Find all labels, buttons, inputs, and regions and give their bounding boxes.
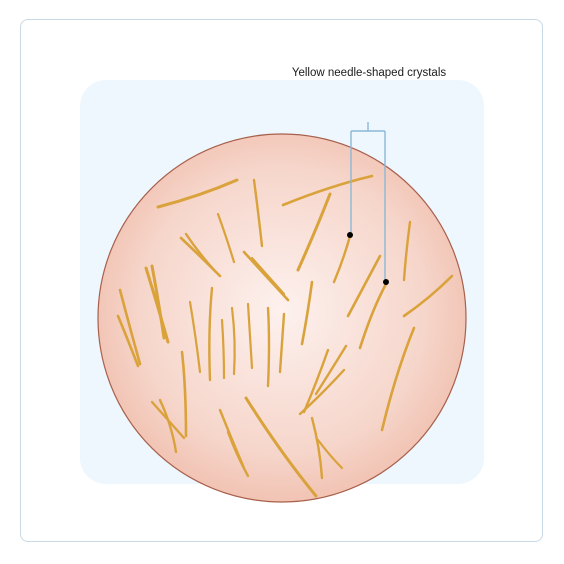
crystal-needle bbox=[244, 396, 318, 498]
crystal-needle bbox=[402, 274, 454, 318]
crystal-needle bbox=[278, 312, 286, 374]
crystal-needle bbox=[281, 174, 374, 207]
leader-dot bbox=[383, 279, 389, 285]
crystal-needle bbox=[156, 178, 239, 209]
crystal-needle bbox=[220, 318, 226, 380]
crystal-needle bbox=[188, 300, 202, 374]
crystal-needle bbox=[266, 306, 271, 388]
crystal-needle bbox=[179, 236, 222, 278]
callout-bracket bbox=[350, 122, 386, 282]
crystal-needle bbox=[180, 350, 188, 438]
crystal-needle bbox=[216, 212, 236, 264]
crystal-annotation: Yellow needle-shaped crystals bbox=[291, 67, 447, 79]
specimen-field bbox=[97, 133, 467, 503]
crystal-needle bbox=[242, 250, 290, 302]
crystal-needle bbox=[116, 314, 140, 368]
crystal-needle bbox=[226, 430, 250, 478]
crystal-needle bbox=[118, 288, 142, 366]
crystal-needle bbox=[346, 254, 382, 318]
crystal-needle bbox=[298, 368, 346, 416]
crystal-needle bbox=[158, 398, 178, 454]
crystal-group bbox=[116, 174, 454, 498]
crystal-needle bbox=[246, 302, 254, 370]
crystal-needle bbox=[314, 344, 348, 396]
crystal-needle bbox=[250, 256, 286, 296]
crystal-needle bbox=[402, 220, 412, 282]
crystal-needle bbox=[144, 266, 170, 344]
crystal-needle bbox=[310, 416, 324, 480]
crystal-needle bbox=[230, 306, 236, 376]
crystal-needle bbox=[300, 280, 314, 346]
crystal-needle bbox=[252, 178, 264, 248]
crystal-needle bbox=[380, 326, 416, 432]
crystal-needle bbox=[296, 192, 332, 272]
leader-dot bbox=[347, 232, 353, 238]
crystal-needle bbox=[316, 438, 344, 470]
crystal-needle bbox=[150, 264, 166, 340]
crystal-needle bbox=[332, 234, 352, 284]
bracket-top bbox=[351, 122, 385, 132]
crystal-needle bbox=[184, 232, 216, 272]
crystal-needle bbox=[208, 286, 214, 382]
crystal-needle bbox=[358, 282, 388, 350]
